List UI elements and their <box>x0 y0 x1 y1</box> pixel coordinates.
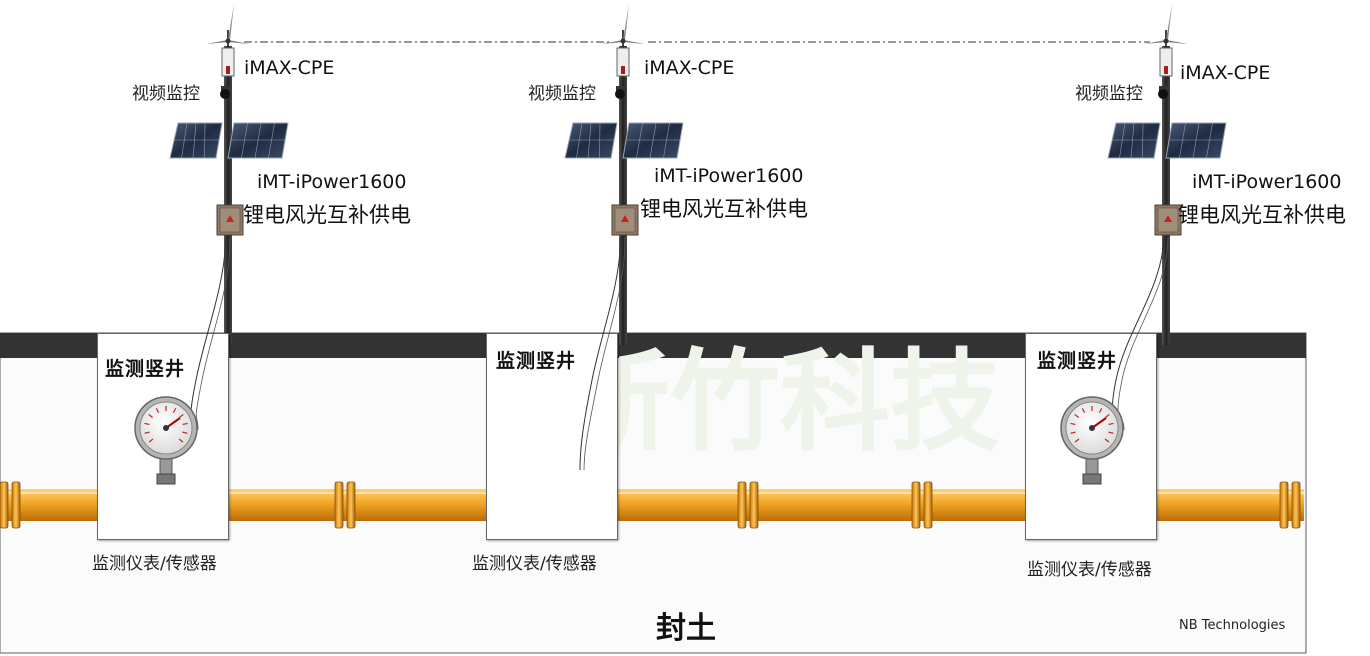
wind-turbine-icon <box>601 4 645 46</box>
wind-turbine-icon <box>1144 4 1188 46</box>
monitoring-shaft-1 <box>97 333 229 540</box>
camera-icon <box>220 86 231 99</box>
power-box-icon <box>216 204 244 236</box>
solar-panel-icon <box>1107 122 1227 159</box>
power-desc-label-2: 锂电风光互补供电 <box>640 197 808 221</box>
pipe-flange <box>334 481 356 529</box>
station-3 <box>1107 4 1227 345</box>
soil-label: 封土 <box>656 611 716 646</box>
cpe-antenna-icon <box>616 47 630 77</box>
cpe-label-3: iMAX-CPE <box>1180 62 1271 84</box>
power-desc-label-1: 锂电风光互补供电 <box>243 203 411 227</box>
cpe-antenna-icon <box>1159 47 1173 77</box>
pole <box>1162 46 1170 345</box>
well-label-2: 监测竖井 <box>496 350 577 372</box>
sensor-label-3: 监测仪表/传感器 <box>1027 560 1152 580</box>
signal-cable <box>583 236 626 471</box>
pipe-flange <box>1279 481 1301 529</box>
wind-turbine-icon <box>206 4 250 46</box>
power-model-label-3: iMT-iPower1600 <box>1192 171 1342 193</box>
power-model-label-2: iMT-iPower1600 <box>654 165 804 187</box>
well-label-1: 监测竖井 <box>105 358 186 380</box>
power-box-icon <box>1154 204 1182 236</box>
power-box-icon <box>611 204 639 236</box>
station-2 <box>564 4 684 345</box>
pressure-gauge-icon <box>134 396 198 485</box>
power-desc-label-3: 锂电风光互补供电 <box>1178 203 1346 227</box>
power-model-label-1: iMT-iPower1600 <box>257 171 407 193</box>
sensor-label-2: 监测仪表/传感器 <box>472 554 597 574</box>
pole <box>224 46 232 345</box>
pipe-flange <box>0 481 21 529</box>
watermark: 新竹科技 <box>560 338 1000 466</box>
brand-label: NB Technologies <box>1179 618 1286 633</box>
pressure-gauge-icon <box>1060 396 1124 485</box>
video-label-2: 视频监控 <box>528 84 596 104</box>
signal-cable <box>579 236 622 471</box>
signal-cable <box>190 236 227 431</box>
solar-panel-icon <box>169 122 289 159</box>
signal-cable <box>1117 236 1169 431</box>
cpe-antenna-icon <box>221 47 235 77</box>
well-label-3: 监测竖井 <box>1037 350 1118 372</box>
camera-icon <box>615 86 626 99</box>
video-label-3: 视频监控 <box>1075 84 1143 104</box>
video-label-1: 视频监控 <box>132 84 200 104</box>
pipe-flange <box>911 481 933 529</box>
cpe-label-2: iMAX-CPE <box>644 57 735 79</box>
solar-panel-icon <box>564 122 684 159</box>
camera-icon <box>1158 86 1169 99</box>
pipe-flange <box>737 481 759 529</box>
monitoring-shaft-2 <box>486 333 618 540</box>
pole <box>619 46 627 345</box>
signal-cable <box>195 236 231 431</box>
station-1 <box>169 4 289 345</box>
cpe-label-1: iMAX-CPE <box>244 57 335 79</box>
sensor-label-1: 监测仪表/传感器 <box>92 554 217 574</box>
